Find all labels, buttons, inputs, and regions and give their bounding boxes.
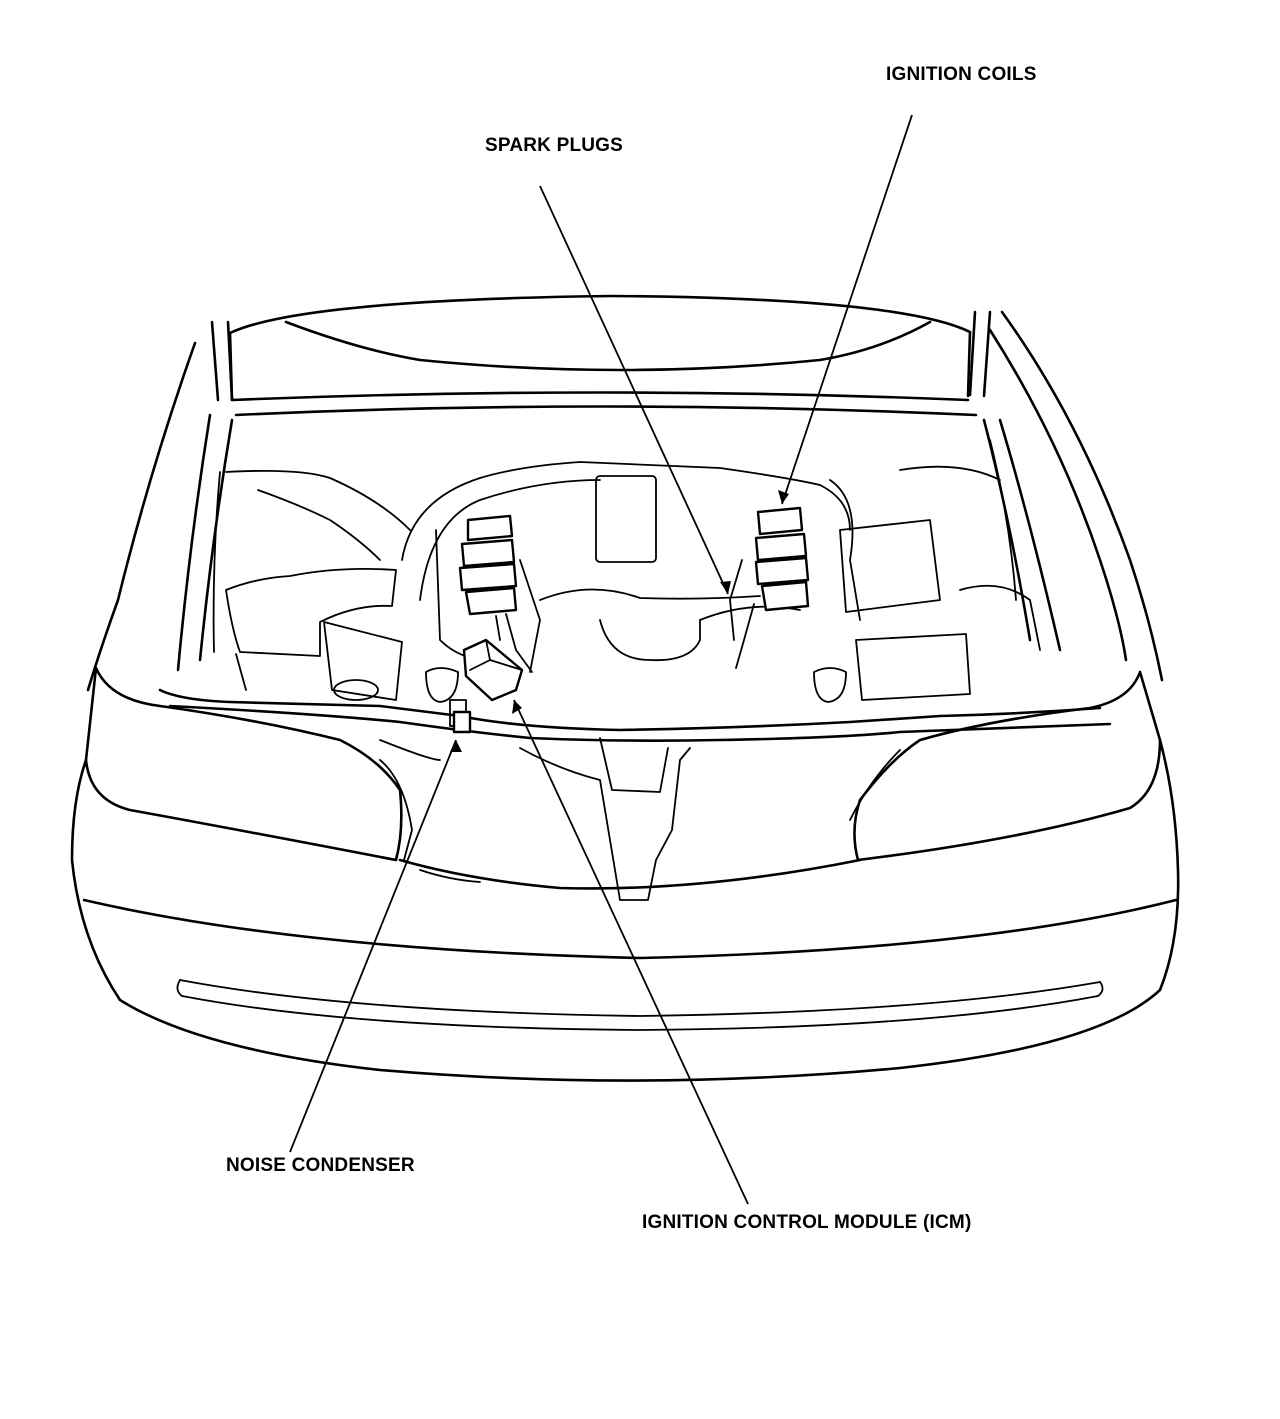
headlights [84,666,1162,862]
noise-condenser-part [452,710,472,734]
right-coil-stack [729,506,810,669]
engine-bay [158,439,1112,901]
icm-module [462,638,524,702]
ignition-coils-label: IGNITION COILS [886,64,1037,85]
left-coil-stack [458,514,541,673]
noise-condenser-label: NOISE CONDENSER [226,1155,415,1176]
arrowheads [450,490,789,752]
leader-lines [289,114,913,1205]
spark-plugs-label: SPARK PLUGS [485,135,624,156]
hood-panel [210,294,992,417]
front-bumper [70,738,1180,1082]
icm-label: IGNITION CONTROL MODULE (ICM) [642,1212,972,1233]
